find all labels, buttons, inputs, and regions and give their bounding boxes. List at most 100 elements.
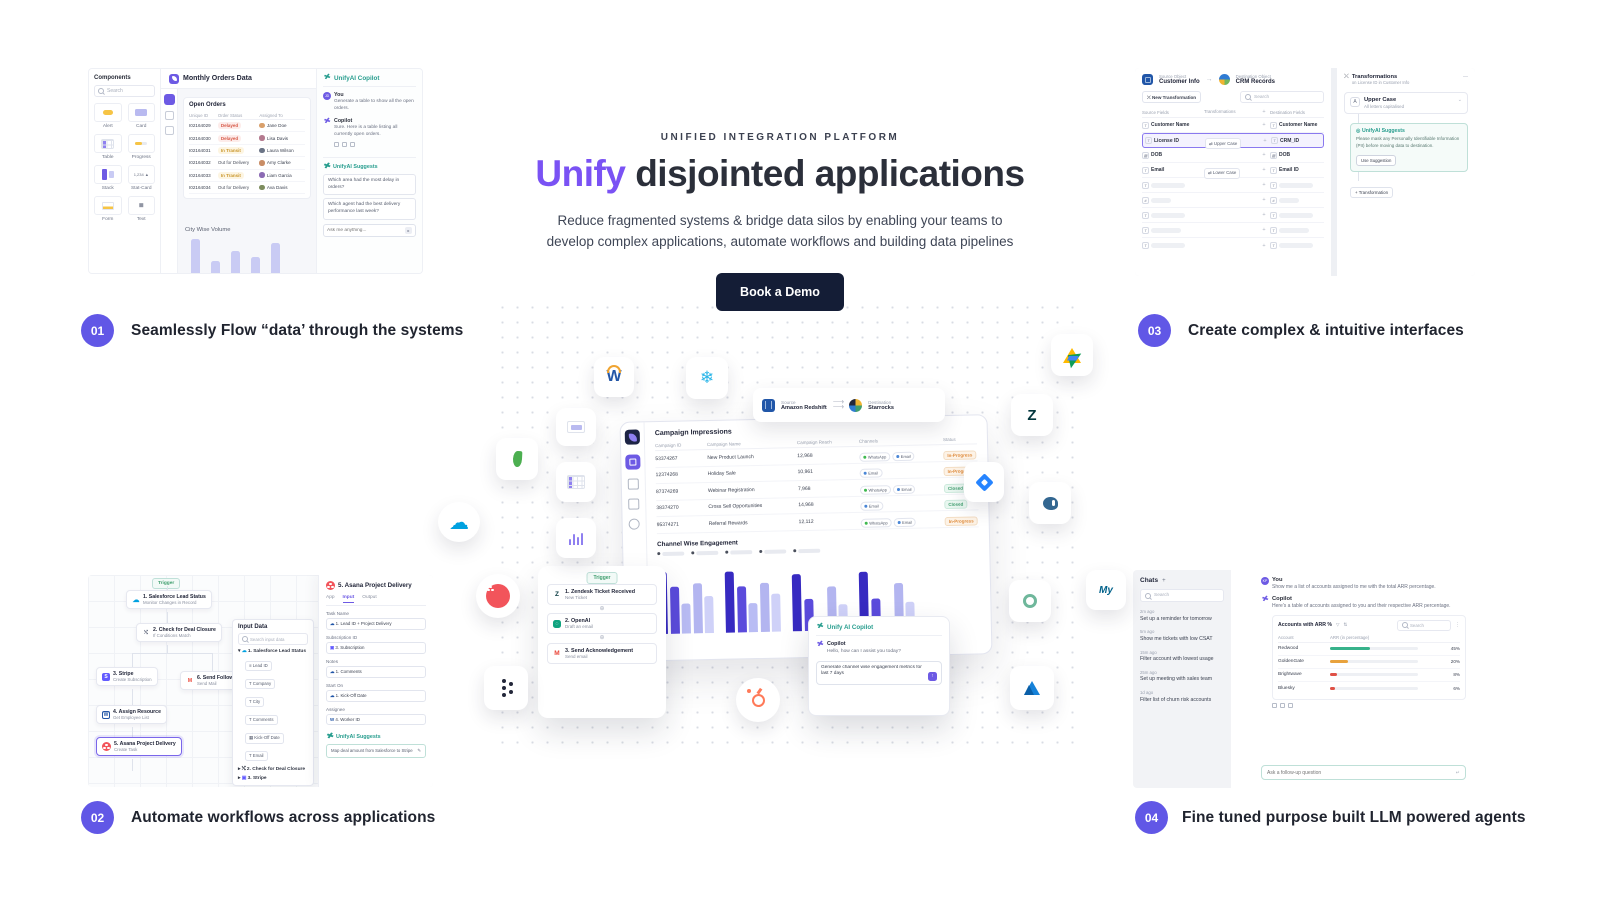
thumbs-down-icon[interactable]: [342, 141, 347, 147]
ask-anything-input[interactable]: [327, 227, 405, 233]
sort-icon[interactable]: ⇅: [1343, 622, 1348, 627]
add-step-icon[interactable]: ⊕: [599, 606, 605, 612]
component-stack[interactable]: Stack: [94, 165, 122, 191]
col-plus: +: [1262, 109, 1266, 115]
regenerate-icon[interactable]: [1288, 702, 1293, 708]
component-card[interactable]: Card: [127, 103, 155, 129]
field-value[interactable]: ☁ 1. Comments: [326, 665, 426, 678]
chart-nav-icon[interactable]: [628, 498, 640, 510]
component-form[interactable]: Form: [94, 196, 122, 222]
filter-icon[interactable]: ▽: [1336, 622, 1340, 627]
copilot-input[interactable]: Generate channel wise engagement metrics…: [821, 664, 925, 681]
input-group-salesforce[interactable]: ▾ ☁ 1. Salesforce Lead Status: [238, 649, 307, 654]
thumbs-up-icon[interactable]: [1272, 702, 1277, 708]
new-chat-button[interactable]: +: [1162, 577, 1166, 584]
gear-icon[interactable]: [628, 518, 640, 530]
home-nav-icon[interactable]: [625, 454, 641, 470]
upper-case-card[interactable]: A Upper Case All letters capitalised ⌄: [1344, 92, 1468, 114]
fields-search[interactable]: Search: [1240, 91, 1324, 103]
arr-search[interactable]: Search: [1397, 619, 1451, 631]
regenerate-icon[interactable]: [350, 141, 355, 147]
field-chip[interactable]: T City: [245, 696, 265, 707]
input-data-search[interactable]: Search input data: [238, 633, 308, 645]
mapping-row[interactable]: ▦DOB + ▦DOB: [1142, 148, 1324, 163]
copy-icon[interactable]: [1280, 702, 1285, 708]
home-nav-icon[interactable]: [163, 94, 175, 105]
follow-up-input[interactable]: [1267, 769, 1456, 776]
field-value[interactable]: ▣ 3. Subscription: [326, 641, 426, 654]
field-value[interactable]: W 4. Worker ID: [326, 713, 426, 725]
tab-input[interactable]: Input: [342, 595, 355, 603]
city-wise-volume-title: City Wise Volume: [185, 227, 231, 233]
user-message: KP You Show me a list of accounts assign…: [1261, 577, 1436, 590]
tab-output[interactable]: Output: [362, 595, 377, 600]
field-value[interactable]: ☁ 1. Kick-Off Date: [326, 689, 426, 702]
copilot-panel-title: UnifyAI Copilot: [334, 74, 380, 82]
list-nav-icon[interactable]: [627, 478, 639, 490]
use-suggestion-button[interactable]: Use Suggestion: [1356, 155, 1397, 167]
component-alert[interactable]: Alert: [94, 103, 122, 129]
add-transformation-button[interactable]: + Transformation: [1350, 187, 1394, 199]
component-table[interactable]: Table: [94, 134, 122, 160]
send-icon[interactable]: ✎: [417, 747, 421, 753]
input-group-check-deal[interactable]: ▸ ⤭ 2. Check for Deal Closure: [238, 767, 306, 772]
field-chip[interactable]: T Comments: [245, 714, 278, 725]
book-a-demo-button[interactable]: Book a Demo: [716, 272, 844, 311]
field-chip[interactable]: ▦ Kick-Off Date: [245, 732, 284, 744]
chats-search[interactable]: Search: [1140, 589, 1224, 602]
field-chip[interactable]: ≡ Lead ID: [245, 660, 272, 671]
chevron-down-icon[interactable]: ⌄: [1457, 97, 1462, 103]
component-text[interactable]: ≣Text: [127, 196, 155, 222]
field-chip[interactable]: T Email: [245, 750, 268, 761]
suggestion-chip[interactable]: Which area had the most delay in orders?: [323, 173, 416, 196]
component-progress[interactable]: Progress: [127, 134, 155, 160]
thumbs-up-icon[interactable]: [334, 141, 339, 147]
field-chip[interactable]: T Company: [245, 678, 276, 689]
transformation-chip[interactable]: ⇌ Upper Case: [1205, 138, 1242, 149]
chart-nav-icon[interactable]: [164, 126, 174, 135]
suggestion-input[interactable]: Map deal amount from Salesforce to Strip…: [326, 743, 426, 758]
more-icon[interactable]: ⋮: [1455, 622, 1460, 628]
suggestion-chip[interactable]: Which agent had the best delivery perfor…: [323, 198, 416, 220]
tab-app[interactable]: App: [326, 595, 335, 600]
unifyai-suggests-title: UnifyAI Suggests: [323, 163, 416, 171]
collapse-icon[interactable]: —: [1463, 74, 1468, 80]
field-value[interactable]: ☁ 1. Lead ID + Project Delivery: [326, 617, 426, 630]
transformation-chip[interactable]: ⇌ Lower Case: [1204, 167, 1241, 179]
new-transformation-button[interactable]: ⤬ New Transformation: [1142, 91, 1202, 103]
add-step-icon[interactable]: ⊕: [599, 635, 605, 642]
list-nav-icon[interactable]: [164, 111, 174, 120]
enter-icon[interactable]: ↵: [1455, 769, 1460, 776]
send-icon[interactable]: ▸: [405, 226, 412, 234]
components-search[interactable]: Search: [94, 85, 155, 97]
input-group-stripe[interactable]: ▸ ▣ 3. Stripe: [238, 776, 267, 781]
component-stat-card[interactable]: 1,234 ▲Stat-Card: [127, 165, 155, 191]
send-button[interactable]: ↑: [928, 671, 937, 681]
